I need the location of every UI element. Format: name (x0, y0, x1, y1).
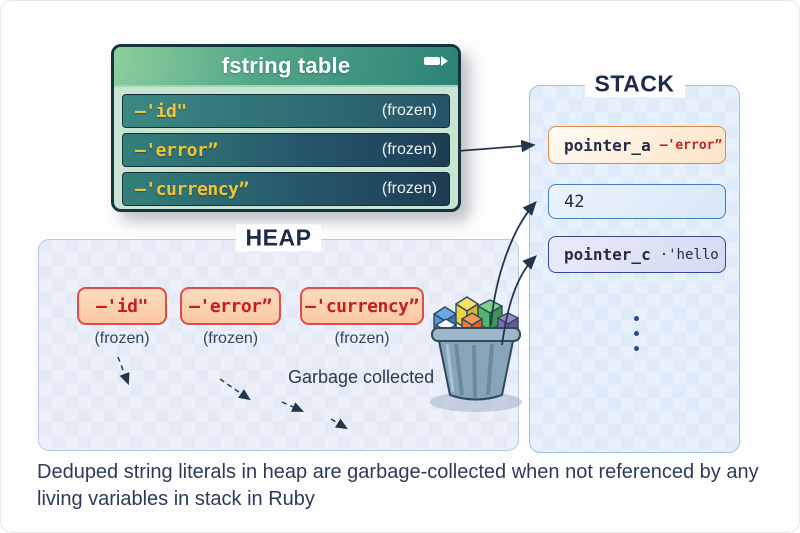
variable-value: ·'hello (659, 246, 719, 263)
vertical-ellipsis-icon (634, 316, 639, 351)
fstring-table-title: fstring table (221, 53, 351, 78)
battery-arrow-icon (424, 56, 448, 67)
stack-slot-pointer-a: pointer_a –'error” (548, 126, 726, 164)
fstring-table-body: –'id" (frozen) –'error” (frozen) –'curre… (114, 87, 458, 209)
stack-title: STACK (584, 70, 685, 98)
fstring-value: –'currency” (135, 178, 249, 200)
trash-can-icon (430, 296, 522, 412)
frozen-badge: (frozen) (334, 330, 390, 347)
stack-slot-int: 42 (548, 184, 726, 219)
variable-value: –'error” (659, 137, 723, 153)
frozen-badge: (frozen) (381, 141, 437, 158)
fstring-table: fstring table –'id" (frozen) –'error” (f… (111, 44, 461, 212)
arrow-fstring-to-pointer-a (457, 139, 536, 153)
garbage-collected-label: Garbage collected (288, 367, 435, 387)
caption-text: Deduped string literals in heap are garb… (37, 461, 759, 510)
variable-name: pointer_c (564, 245, 651, 264)
heap-literal-currency: –'currency” (300, 287, 424, 325)
frozen-badge: (frozen) (202, 330, 259, 347)
fstring-value: –'id" (135, 100, 187, 122)
fstring-table-header: fstring table (114, 47, 458, 87)
frozen-badge: (frozen) (381, 102, 437, 119)
heap-literal-error: –'error” (180, 287, 281, 325)
fstring-row-error: –'error” (frozen) (122, 133, 450, 167)
frozen-badge: (frozen) (381, 180, 437, 197)
variable-name: pointer_a (564, 135, 651, 155)
stack-slot-pointer-c: pointer_c ·'hello (548, 236, 726, 273)
heap-panel: HEAP –'id" –'error” –'currency” (frozen)… (38, 224, 519, 451)
fstring-value: –'error” (135, 139, 218, 161)
variable-name: 42 (564, 191, 585, 212)
fstring-row-id: –'id" (frozen) (122, 94, 450, 128)
heap-title: HEAP (235, 224, 322, 252)
stack-panel: STACK pointer_a –'error” 42 pointer_c ·'… (529, 70, 740, 453)
heap-literal-id: –'id" (77, 287, 167, 325)
frozen-badge: (frozen) (94, 330, 150, 347)
fstring-row-currency: –'currency” (frozen) (122, 172, 450, 206)
